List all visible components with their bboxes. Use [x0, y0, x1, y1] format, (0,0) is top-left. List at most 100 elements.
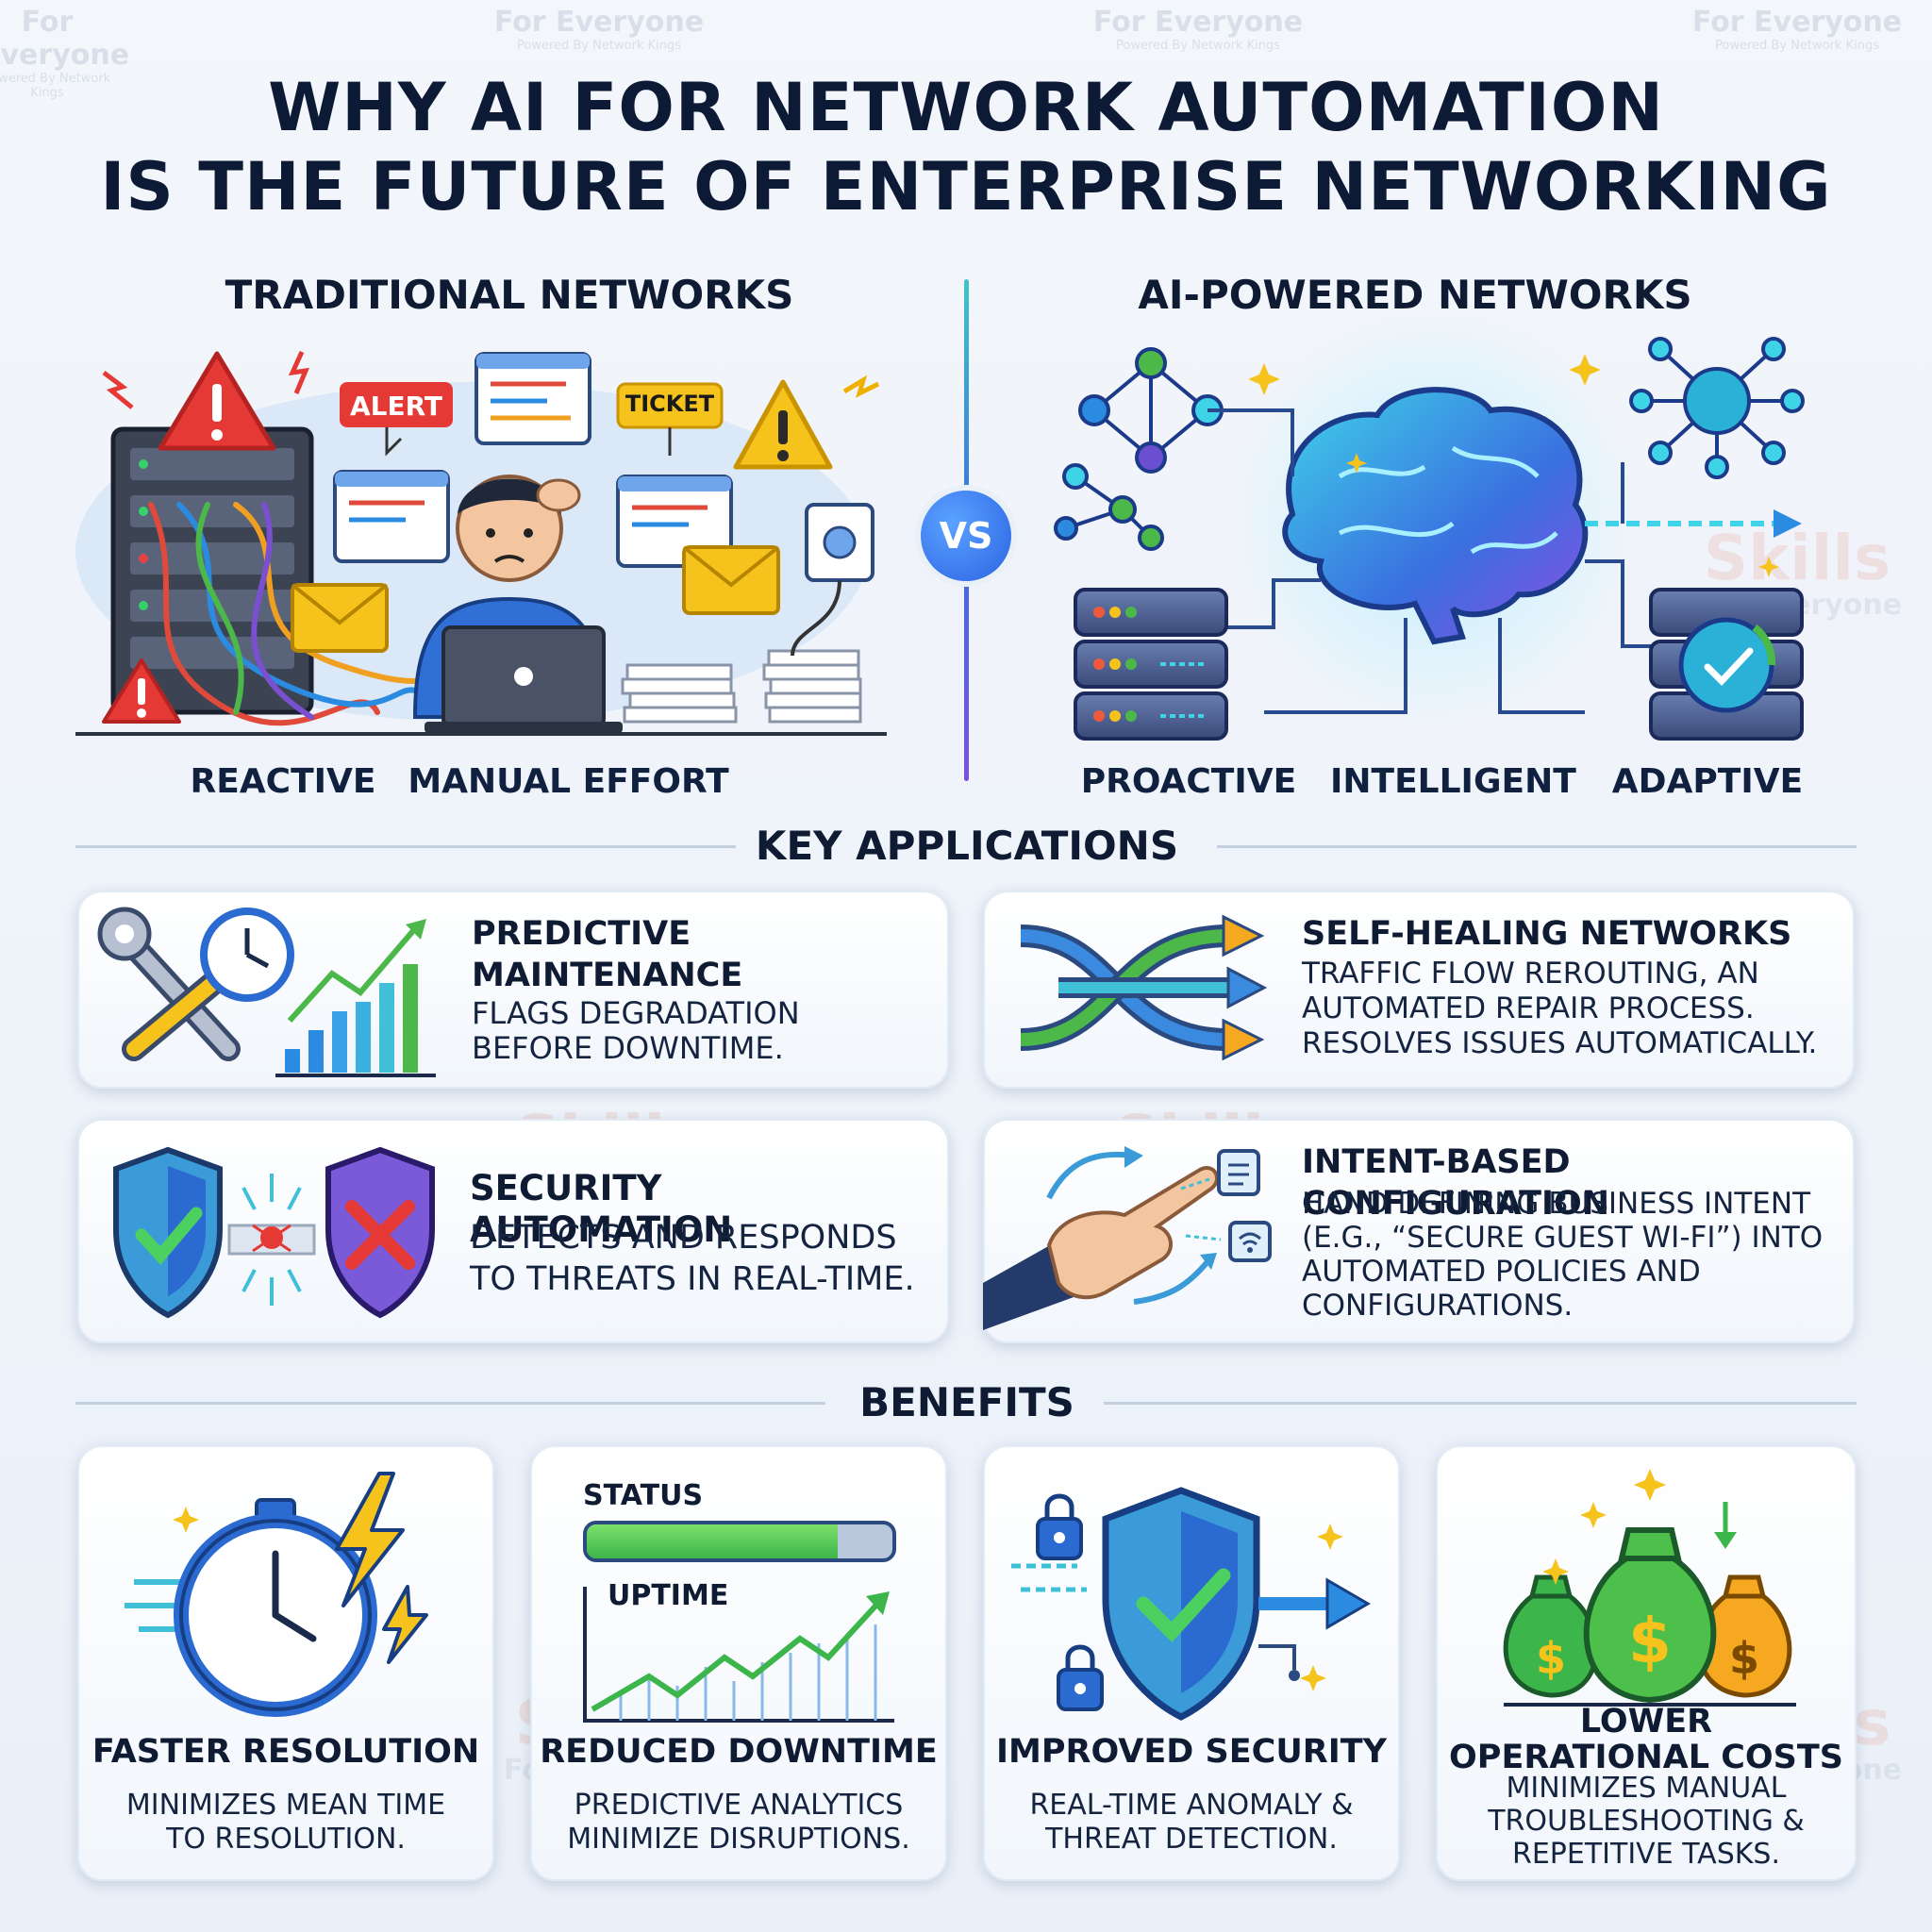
wifi-config-icon [1228, 1221, 1272, 1262]
maintenance-icon-group [97, 907, 436, 1077]
money-bag-icon: $ [1583, 1527, 1717, 1704]
application-card-self-healing: SELF-HEALING NETWORKS TRAFFIC FLOW REROU… [983, 891, 1855, 1089]
uptime-label: UPTIME [608, 1579, 729, 1612]
envelope-icon [682, 545, 780, 615]
page-title: WHY AI FOR NETWORK AUTOMATION IS THE FUT… [0, 68, 1932, 226]
traditional-illustration [75, 350, 887, 736]
hub-globe-icon [1629, 337, 1805, 479]
clock-icon [200, 908, 294, 1002]
benefit-title: FASTER RESOLUTION [92, 1733, 480, 1771]
benefit-title: REDUCED DOWNTIME [540, 1733, 938, 1771]
status-label: STATUS [583, 1479, 704, 1512]
title-line-1: WHY AI FOR NETWORK AUTOMATION [268, 69, 1664, 146]
pointing-hand-icon [983, 1146, 1272, 1330]
watermark-powered: Powered By Network Kings [1116, 39, 1280, 53]
spark-icon [842, 375, 880, 398]
benefit-card-lower-costs: $ $ $ LOWER OPERATIONAL COSTS MINIMIZES … [1436, 1445, 1857, 1881]
benefit-card-reduced-downtime: STATUS UPTIME REDUCED DOWNTIME PREDICTIV… [530, 1445, 947, 1881]
sparkle-icon [1248, 363, 1280, 395]
code-window-icon [475, 352, 591, 445]
uptime-chart-icon [583, 1587, 894, 1723]
application-title: PREDICTIVE MAINTENANCE [472, 915, 743, 994]
server-rack-icon [110, 426, 314, 715]
security-shield-icon [1011, 1487, 1371, 1721]
vs-badge: VS [921, 491, 1011, 581]
tag-intelligent: INTELLIGENT [1330, 762, 1576, 801]
benefits-rule-right [1104, 1402, 1857, 1405]
code-window-icon [616, 475, 733, 568]
paper-stack-icon [621, 663, 738, 724]
network-device-icon [791, 503, 874, 657]
title-line-2: IS THE FUTURE OF ENTERPRISE NETWORKING [100, 148, 1832, 225]
benefit-card-faster-resolution: FASTER RESOLUTION MINIMIZES MEAN TIME TO… [77, 1445, 494, 1881]
application-desc: HAND DEFINING BUSINESS INTENT (E.G., “SE… [1302, 1187, 1824, 1323]
application-title: SECURITY AUTOMATION [470, 1168, 733, 1250]
watermark-top-center-right: For Everyone Powered By Network Kings [1090, 6, 1307, 53]
application-desc: FLAGS DEGRADATION BEFORE DOWNTIME. [472, 995, 800, 1066]
benefit-card-improved-security: IMPROVED SECURITY REAL-TIME ANOMALY & TH… [983, 1445, 1400, 1881]
sparkle-icon [1758, 557, 1779, 577]
ticket-bubble [616, 382, 724, 456]
config-file-icon [1217, 1149, 1260, 1196]
application-title: INTENT-BASED CONFIGURATION [1302, 1143, 1610, 1223]
watermark-top-center-left: For Everyone Powered By Network Kings [491, 6, 708, 53]
code-window-icon [333, 470, 450, 563]
ai-powered-heading: AI-POWERED NETWORKS [1138, 272, 1692, 318]
arrow-right-icon [1585, 509, 1802, 538]
key-applications-rule-right [1217, 845, 1857, 848]
money-bags-icon: $ $ $ [1503, 1469, 1796, 1707]
benefits-rule-left [75, 1402, 825, 1405]
application-desc: DETECTS AND RESPONDS TO THREATS IN REAL-… [470, 1219, 915, 1298]
shield-check-icon [113, 1146, 223, 1319]
key-applications-heading: KEY APPLICATIONS [755, 823, 1179, 869]
sparkle-icon [1569, 354, 1601, 386]
benefits-heading: BENEFITS [859, 1379, 1074, 1425]
key-applications-rule-left [75, 845, 736, 848]
watermark-tagline: For Everyone [1691, 6, 1903, 39]
benefit-title: LOWER OPERATIONAL COSTS [1449, 1703, 1843, 1776]
server-stack-icon [1074, 588, 1228, 741]
ai-brain-icon [1282, 387, 1589, 645]
watermark-brand: Skills [1703, 522, 1891, 594]
laptop-icon [425, 625, 623, 733]
watermark-powered: Powered By Network Kings [517, 39, 681, 53]
warning-triangle-icon [158, 351, 276, 451]
ai-powered-illustration [1054, 311, 1805, 741]
svg-text:$: $ [1628, 1605, 1672, 1677]
alert-bubble [340, 382, 453, 457]
warning-yellow-triangle-icon [733, 379, 833, 470]
traditional-heading: TRADITIONAL NETWORKS [225, 272, 794, 318]
svg-text:$: $ [1536, 1633, 1566, 1684]
shield-cross-icon [325, 1146, 435, 1319]
security-shields-icon [113, 1146, 435, 1319]
tag-manual-effort: MANUAL EFFORT [408, 762, 729, 801]
svg-text:$: $ [1729, 1633, 1759, 1684]
application-card-predictive-maintenance: PREDICTIVE MAINTENANCE FLAGS DEGRADATION… [77, 891, 949, 1089]
benefit-desc: MINIMIZES MANUAL TROUBLESHOOTING & REPET… [1488, 1772, 1805, 1871]
watermark-tagline: For Everyone [0, 6, 130, 72]
benefit-desc: REAL-TIME ANOMALY & THREAT DETECTION. [1029, 1789, 1354, 1856]
node-network-icon [1078, 347, 1224, 474]
watermark-tagline: For Everyone [1092, 6, 1304, 39]
envelope-icon [291, 583, 389, 653]
self-healing-server-icon [1649, 588, 1804, 741]
tag-proactive: PROACTIVE [1080, 762, 1297, 801]
lock-icon [1057, 1644, 1104, 1711]
tag-adaptive: ADAPTIVE [1611, 762, 1804, 801]
watermark-top-right: For Everyone Powered By Network Kings [1689, 6, 1906, 53]
lock-icon [1036, 1493, 1083, 1560]
status-bar-fill [587, 1524, 838, 1558]
bug-icon [227, 1174, 316, 1306]
rerouting-arrows-icon [1020, 914, 1268, 1061]
money-bag-icon: $ [1503, 1574, 1599, 1698]
application-card-intent-based: INTENT-BASED CONFIGURATION HAND DEFINING… [983, 1119, 1855, 1343]
status-bar [583, 1521, 896, 1562]
benefit-desc: MINIMIZES MEAN TIME TO RESOLUTION. [125, 1789, 446, 1856]
vs-label: VS [939, 515, 993, 557]
connection-lines [1198, 408, 1660, 714]
spark-icon [102, 371, 134, 409]
growth-chart-icon [275, 919, 436, 1077]
application-title: SELF-HEALING NETWORKS [1302, 915, 1792, 953]
sparkle-icon [1346, 453, 1367, 474]
application-desc: TRAFFIC FLOW REROUTING, AN AUTOMATED REP… [1302, 957, 1818, 1060]
